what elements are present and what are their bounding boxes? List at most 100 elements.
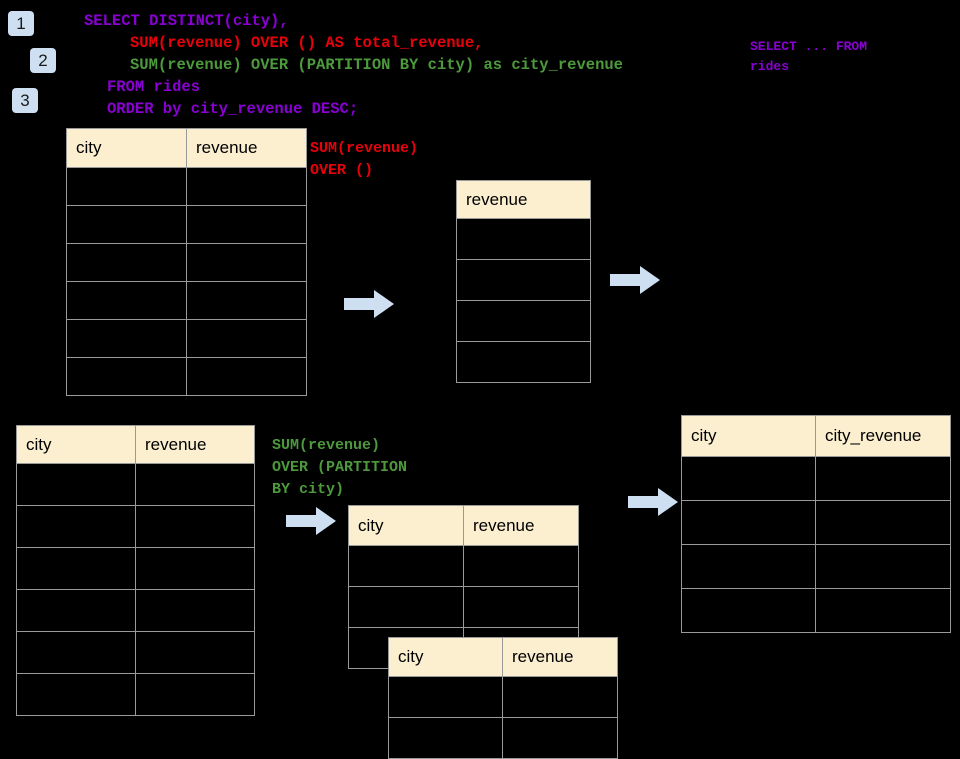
column-header-revenue: revenue xyxy=(502,637,618,677)
table-cell xyxy=(681,456,816,501)
table-row xyxy=(66,319,307,358)
table-cell xyxy=(681,588,816,633)
column-header-city: city xyxy=(388,637,503,677)
table-cell xyxy=(135,673,255,716)
table-cell xyxy=(66,319,187,358)
table-cell xyxy=(815,456,951,501)
table-cell xyxy=(186,167,307,206)
table-cell xyxy=(135,463,255,506)
table-cell xyxy=(66,357,187,396)
table-total-revenue: revenue xyxy=(456,180,591,383)
annotation-sum-revenue-over-empty-line1: SUM(revenue) xyxy=(310,140,419,157)
query-line-city-revenue: SUM(revenue) OVER (PARTITION BY city) as… xyxy=(130,56,623,74)
table-header-row: city revenue xyxy=(66,128,307,168)
table-cell xyxy=(456,341,591,383)
table-row xyxy=(348,545,579,587)
table-row xyxy=(456,300,591,342)
arrow-right-icon-4 xyxy=(628,486,680,523)
query-line-total-revenue: SUM(revenue) OVER () AS total_revenue, xyxy=(130,34,484,52)
arrow-right-icon-1 xyxy=(344,288,396,325)
table-row xyxy=(66,167,307,206)
table-row xyxy=(66,357,307,396)
table-row xyxy=(66,243,307,282)
table-partition-front: city revenue xyxy=(388,637,618,759)
table-cell xyxy=(681,500,816,545)
query-line-order-by: ORDER by city_revenue DESC; xyxy=(107,100,359,118)
column-header-revenue: revenue xyxy=(135,425,255,464)
side-note-rides: rides xyxy=(750,59,790,74)
table-header-row: revenue xyxy=(456,180,591,219)
arrow-right-icon-3 xyxy=(286,505,338,542)
table-cell xyxy=(815,544,951,589)
table-cell xyxy=(16,631,136,674)
table-row xyxy=(16,673,255,716)
table-cell xyxy=(135,547,255,590)
diagram-canvas: 1 2 3 SELECT DISTINCT(city), SUM(revenue… xyxy=(8,11,951,759)
table-cell xyxy=(135,631,255,674)
table-row xyxy=(16,505,255,548)
table-row xyxy=(456,341,591,383)
table-header-row: city city_revenue xyxy=(681,415,951,457)
table-row xyxy=(456,259,591,301)
table-cell xyxy=(463,586,579,628)
table-cell xyxy=(186,281,307,320)
annotation-over-partition-line2: OVER (PARTITION xyxy=(272,459,408,476)
table-source-bottom: city revenue xyxy=(16,425,255,716)
table-cell xyxy=(348,586,464,628)
table-row xyxy=(681,500,951,545)
table-cell xyxy=(135,505,255,548)
table-cell xyxy=(66,243,187,282)
table-cell xyxy=(16,589,136,632)
table-header-row: city revenue xyxy=(388,637,618,677)
table-row xyxy=(456,218,591,260)
table-row xyxy=(388,676,618,718)
table-cell xyxy=(502,717,618,759)
table-cell xyxy=(66,167,187,206)
table-row xyxy=(348,586,579,628)
table-row xyxy=(388,717,618,759)
table-cell xyxy=(815,500,951,545)
table-source-top: city revenue xyxy=(66,128,307,396)
table-cell xyxy=(348,545,464,587)
table-row xyxy=(16,589,255,632)
annotation-sum-revenue-over-empty-line2: OVER () xyxy=(310,162,374,179)
column-header-revenue: revenue xyxy=(456,180,591,219)
table-header-row: city revenue xyxy=(16,425,255,464)
table-header-row: city revenue xyxy=(348,505,579,546)
table-cell xyxy=(456,300,591,342)
table-cell xyxy=(186,243,307,282)
table-row xyxy=(16,547,255,590)
table-cell xyxy=(388,676,503,718)
table-row xyxy=(16,631,255,674)
table-row xyxy=(681,544,951,589)
side-note-select-from: SELECT ... FROM xyxy=(750,39,868,54)
query-line-select: SELECT DISTINCT(city), xyxy=(84,12,289,30)
table-row xyxy=(16,463,255,506)
table-cell xyxy=(186,357,307,396)
table-cell xyxy=(16,505,136,548)
table-cell xyxy=(16,547,136,590)
step-badge-3: 3 xyxy=(12,88,38,113)
annotation-over-partition-line1: SUM(revenue) xyxy=(272,437,381,454)
column-header-city: city xyxy=(66,128,187,168)
annotation-over-partition-line3: BY city) xyxy=(272,481,345,498)
table-cell xyxy=(463,545,579,587)
table-cell xyxy=(186,319,307,358)
table-cell xyxy=(502,676,618,718)
table-cell xyxy=(135,589,255,632)
table-cell xyxy=(388,717,503,759)
table-cell xyxy=(16,673,136,716)
table-cell xyxy=(681,544,816,589)
column-header-revenue: revenue xyxy=(186,128,307,168)
column-header-city: city xyxy=(16,425,136,464)
table-city-revenue: city city_revenue xyxy=(681,415,951,633)
table-cell xyxy=(66,205,187,244)
step-badge-1: 1 xyxy=(8,11,34,36)
table-cell xyxy=(16,463,136,506)
column-header-revenue: revenue xyxy=(463,505,579,546)
column-header-city-revenue: city_revenue xyxy=(815,415,951,457)
column-header-city: city xyxy=(681,415,816,457)
table-cell xyxy=(815,588,951,633)
table-cell xyxy=(66,281,187,320)
step-badge-2: 2 xyxy=(30,48,56,73)
